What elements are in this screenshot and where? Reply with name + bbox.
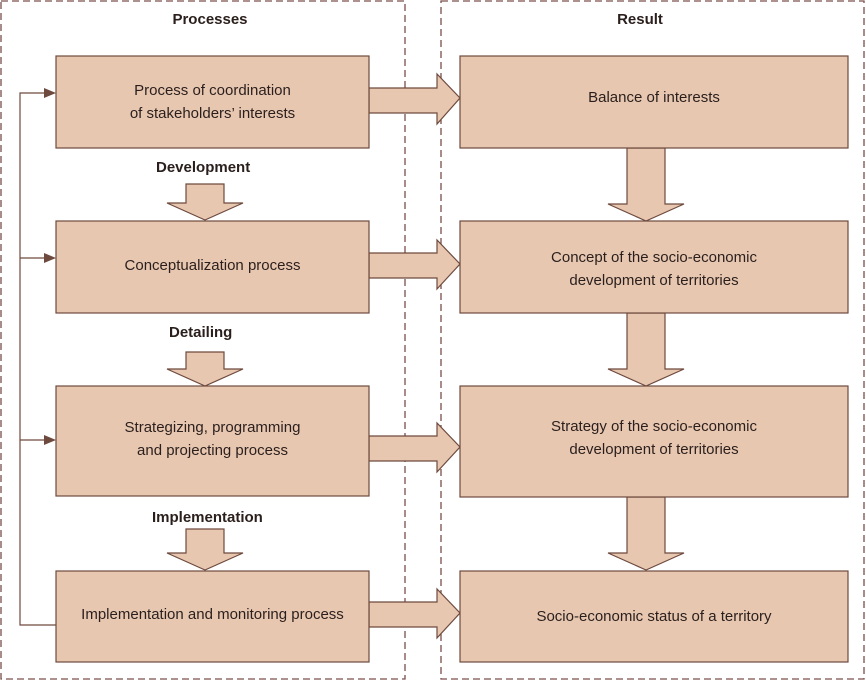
right-arrow-2 xyxy=(368,238,461,291)
feedback-arrowhead-1 xyxy=(44,88,56,98)
result-text-3: Strategy of the socio-economic developme… xyxy=(551,418,757,458)
process-box-4 xyxy=(55,570,370,663)
process-box-2 xyxy=(55,220,370,314)
process-text-1: Process of coordination of stakeholders’… xyxy=(129,82,296,122)
result-text-1: Balance of interests xyxy=(588,88,720,106)
processes-frame xyxy=(0,0,406,680)
process-text-2: Conceptualization process xyxy=(124,256,301,274)
process-box-3 xyxy=(55,385,370,497)
result-box-1 xyxy=(459,55,849,149)
result-box-4 xyxy=(459,570,849,663)
result-text-2: Concept of the socio-economic developmen… xyxy=(551,249,757,289)
result-frame xyxy=(440,0,865,680)
result-header: Result xyxy=(617,11,663,28)
right-arrow-3 xyxy=(368,421,461,474)
feedback-arrowhead-2 xyxy=(44,253,56,263)
processes-header: Processes xyxy=(172,11,248,28)
down-arrow-result-1 xyxy=(607,147,685,222)
down-arrow-process-2 xyxy=(166,351,244,387)
result-text-4: Socio-economic status of a territory xyxy=(536,608,772,625)
transition-label-implementation: Implementation xyxy=(152,509,263,526)
transition-label-detailing: Detailing xyxy=(169,324,233,341)
right-arrow-1 xyxy=(368,72,461,126)
process-text-4: Implementation and monitoring process xyxy=(81,605,344,623)
feedback-arrowhead-3 xyxy=(44,435,56,445)
down-arrow-result-3 xyxy=(607,496,685,571)
transition-label-development: Development xyxy=(156,159,251,176)
result-box-2 xyxy=(459,220,849,314)
down-arrow-process-3 xyxy=(166,528,244,571)
down-arrow-result-2 xyxy=(607,312,685,387)
right-arrow-4 xyxy=(368,587,461,640)
down-arrow-process-1 xyxy=(166,183,244,221)
process-box-1 xyxy=(55,55,370,149)
process-text-3: Strategizing, programming and projecting… xyxy=(124,419,301,459)
feedback-loop-line xyxy=(19,92,56,626)
result-box-3 xyxy=(459,385,849,498)
